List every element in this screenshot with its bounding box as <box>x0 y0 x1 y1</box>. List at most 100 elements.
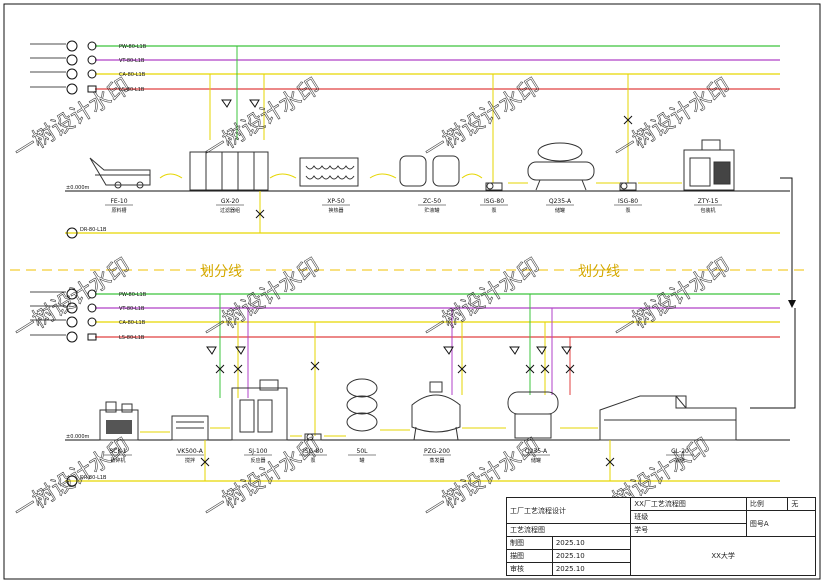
valve-icon <box>443 346 454 355</box>
line-label-ls-bottom: LS-80-L1B <box>119 335 145 341</box>
top-equipment-tag-4: ISG-80 <box>484 198 504 205</box>
valve-icon <box>206 346 217 355</box>
top-equipment-tag-3: ZC-50 <box>423 198 441 205</box>
valve-icon <box>255 209 265 219</box>
equipment-pzg200-drawing <box>411 381 461 441</box>
top-branch-pipes <box>209 46 633 183</box>
school-name: XX大学 <box>630 536 816 576</box>
arrow-down-icon <box>788 300 796 308</box>
id-label: 学号 <box>630 523 747 537</box>
bottom-equipment-name-6: 储罐 <box>531 457 541 464</box>
equipment-pump-1-drawing <box>485 182 503 191</box>
bottom-utility-lines: PW-80-L1B VT-80-L1B CA-80-L1B LS-80-L1B <box>30 288 780 343</box>
watermark-text: 一树设计水印 <box>420 254 545 345</box>
bottom-equipment-tag-1: VK500-A <box>177 448 204 455</box>
ground-label-bottom: ±0.000m <box>66 434 90 440</box>
top-equipment-tag-7: ZTY-15 <box>698 198 719 205</box>
outer-frame <box>3 3 821 580</box>
top-equipment-tag-2: XP-50 <box>327 198 345 205</box>
valve-symbol-icon <box>87 303 97 313</box>
line-label-vt-top: VT-80-L1B <box>119 58 145 64</box>
title-block: 工厂工艺流程设计 XX厂工艺流程图 比例 无 班级 图号A 工艺流程图 学号 制… <box>505 497 817 576</box>
utility-symbol-icon <box>66 316 78 328</box>
date-tracer: 2025.10 <box>551 549 632 563</box>
bottom-equipment-name-0: 破碎机 <box>110 457 125 464</box>
valve-icon <box>540 364 550 374</box>
valve-icon <box>565 364 575 374</box>
watermark-text: 一树设计水印 <box>10 254 135 345</box>
top-equipment-name-4: 泵 <box>491 208 496 214</box>
top-equipment-name-0: 原料槽 <box>111 207 126 214</box>
bottom-branch-pipes <box>206 294 575 436</box>
equipment-vk500-drawing <box>171 415 209 441</box>
equipment-pump-3-drawing <box>304 433 322 441</box>
watermark-layer: 一树设计水印一树设计水印一树设计水印一树设计水印一树设计水印一树设计水印一树设计… <box>10 74 736 526</box>
valve-icon <box>215 364 225 374</box>
date-drafter: 2025.10 <box>551 536 632 550</box>
watermark-text: 一树设计水印 <box>420 74 545 165</box>
utility-symbol-icon <box>66 475 78 487</box>
bottom-equipment-name-5: 蒸发器 <box>429 457 444 464</box>
project-subtitle: 工艺流程图 <box>505 523 632 537</box>
meter-symbol-icon <box>87 85 97 93</box>
valve-icon <box>457 364 467 374</box>
equipment-zc50-drawing <box>399 155 460 187</box>
utility-symbol-icon <box>66 68 78 80</box>
top-equipment <box>89 139 735 191</box>
valve-icon <box>233 364 243 374</box>
watermark-text: 一树设计水印 <box>10 434 135 525</box>
equipment-pump-2-drawing <box>619 182 637 191</box>
line-label-ls-top: LS-80-L1B <box>119 87 145 93</box>
scale-label: 比例 <box>745 497 789 511</box>
bottom-equipment-name-3: 泵 <box>310 458 315 464</box>
bottom-equipment-name-7: 输送 <box>675 457 685 464</box>
utility-symbol-icon <box>66 83 78 95</box>
return-pipe <box>780 177 793 302</box>
top-equipment-tag-5: Q235-A <box>549 198 572 205</box>
drain-label-bottom: DR-80-L1B <box>80 475 107 481</box>
top-equipment-name-6: 泵 <box>625 208 630 214</box>
valve-icon <box>623 115 633 125</box>
top-equipment-name-5: 储罐 <box>555 207 565 214</box>
bottom-equipment-name-2: 反应器 <box>250 457 265 464</box>
valve-icon <box>525 364 535 374</box>
valve-icon <box>221 99 232 108</box>
bottom-equipment-tag-2: SJ-100 <box>249 448 268 455</box>
bottom-equipment-tag-5: PZG-200 <box>424 448 450 455</box>
valve-icon <box>310 361 320 371</box>
bottom-equipment <box>99 378 737 441</box>
meter-symbol-icon <box>87 333 97 341</box>
top-utility-lines: PW-80-L1B VT-80-L1B CA-80-L1B LS-80-L1B <box>30 40 780 95</box>
utility-symbol-icon <box>66 227 78 239</box>
grade-label: 班级 <box>630 510 747 524</box>
top-equipment-tags: FE-10原料槽GX-20过滤器组XP-50换热器ZC-50贮液罐ISG-80泵… <box>105 198 722 214</box>
valve-symbol-icon <box>87 41 97 51</box>
equipment-xp50-drawing <box>299 157 359 187</box>
utility-symbol-icon <box>66 40 78 52</box>
valve-icon <box>536 346 547 355</box>
valve-icon <box>561 346 572 355</box>
equipment-fe10-drawing <box>89 157 151 189</box>
line-label-ca-top: CA-80-L1B <box>119 72 146 78</box>
ground-label-top: ±0.000m <box>66 185 90 191</box>
bottom-equipment-tag-0: SCK-1 <box>109 448 126 455</box>
top-equipment-name-1: 过滤器组 <box>220 207 240 214</box>
valve-icon <box>605 457 615 467</box>
bottom-equipment-tags: SCK-1破碎机VK500-A搅拌SJ-100反应器ISG-80泵50L罐PZG… <box>104 448 694 464</box>
equipment-gx20-drawing <box>189 151 269 191</box>
valve-symbol-icon <box>87 55 97 65</box>
equipment-sck1-drawing <box>99 401 139 441</box>
valve-icon <box>249 99 260 108</box>
top-equipment-tag-1: GX-20 <box>221 198 239 205</box>
bottom-equipment-name-4: 罐 <box>359 457 364 464</box>
date-reviewer: 2025.10 <box>551 562 632 576</box>
sheet-number: 图号A <box>745 510 817 537</box>
utility-symbol-icon <box>66 302 78 314</box>
utility-symbol-icon <box>66 54 78 66</box>
drawing-title: XX厂工艺流程图 <box>630 497 747 511</box>
top-equipment-name-2: 换热器 <box>328 207 343 214</box>
valve-symbol-icon <box>87 69 97 79</box>
drain-label-top: DR-80-L1B <box>80 227 107 233</box>
bottom-equipment-name-1: 搅拌 <box>185 457 195 464</box>
